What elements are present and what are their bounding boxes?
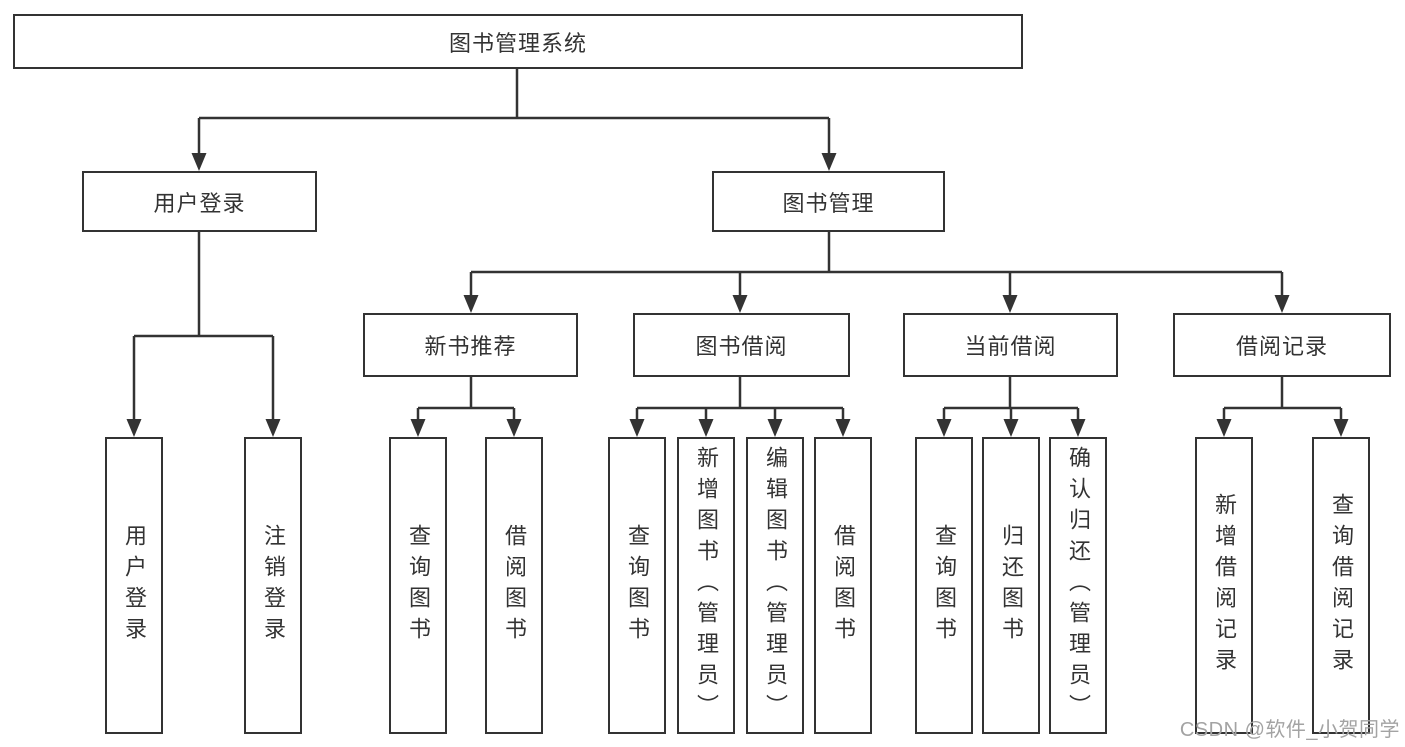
- connector-book-management-to-level3: [469, 232, 1284, 296]
- arrowhead-leaf-user-login: [126, 419, 142, 437]
- arrowhead-leaf-confirm-return: [1070, 419, 1086, 437]
- leaf-edit-book-admin: 编辑图书（管理员）: [746, 437, 804, 734]
- arrowhead-leaf-borrow-books-1: [506, 419, 522, 437]
- arrowhead-leaf-query-books-3: [936, 419, 952, 437]
- arrowhead-leaf-query-books-1: [410, 419, 426, 437]
- leaf-borrow-books: 借阅图书: [814, 437, 872, 734]
- connector-root-to-level2: [197, 69, 831, 154]
- node-library-management-system: 图书管理系统: [13, 14, 1023, 69]
- watermark: CSDN @软件_小贺同学: [1179, 719, 1400, 741]
- leaf-query-books-recommend: 查询图书: [389, 437, 447, 734]
- arrowhead-user-login: [191, 153, 207, 171]
- node-book-management: 图书管理: [712, 171, 945, 232]
- leaf-query-books-current: 查询图书: [915, 437, 973, 734]
- arrowhead-leaf-borrow-books-2: [835, 419, 851, 437]
- arrowhead-leaf-query-borrow-record: [1333, 419, 1349, 437]
- arrowhead-current-borrow: [1002, 295, 1018, 313]
- leaf-add-borrow-record: 新增借阅记录: [1195, 437, 1253, 734]
- arrowhead-leaf-return-books: [1003, 419, 1019, 437]
- leaf-return-books: 归还图书: [982, 437, 1040, 734]
- node-new-book-recommend: 新书推荐: [363, 313, 578, 377]
- leaf-user-login: 用户登录: [105, 437, 163, 734]
- arrowhead-leaf-add-borrow-record: [1216, 419, 1232, 437]
- arrowhead-leaf-query-books-2: [629, 419, 645, 437]
- connector-user-login-to-leaves: [132, 232, 275, 420]
- node-book-borrow: 图书借阅: [633, 313, 850, 377]
- arrowhead-leaf-add-book: [698, 419, 714, 437]
- leaf-logout: 注销登录: [244, 437, 302, 734]
- connector-borrow-records-to-leaves: [1222, 377, 1343, 420]
- leaf-confirm-return-admin: 确认归还（管理员）: [1049, 437, 1107, 734]
- arrowhead-borrow-records: [1274, 295, 1290, 313]
- leaf-query-books-borrow: 查询图书: [608, 437, 666, 734]
- leaf-borrow-books-recommend: 借阅图书: [485, 437, 543, 734]
- arrowhead-leaf-logout: [265, 419, 281, 437]
- connector-current-borrow-to-leaves: [942, 377, 1080, 420]
- leaf-query-borrow-record: 查询借阅记录: [1312, 437, 1370, 734]
- node-current-borrow: 当前借阅: [903, 313, 1118, 377]
- arrowhead-new-book-recommend: [463, 295, 479, 313]
- connector-new-book-recommend-to-leaves: [416, 377, 516, 420]
- connector-book-borrow-to-leaves: [635, 377, 845, 420]
- leaf-add-book-admin: 新增图书（管理员）: [677, 437, 735, 734]
- arrowhead-leaf-edit-book: [767, 419, 783, 437]
- node-user-login: 用户登录: [82, 171, 317, 232]
- arrowhead-book-management: [821, 153, 837, 171]
- arrowhead-book-borrow: [732, 295, 748, 313]
- node-borrow-records: 借阅记录: [1173, 313, 1391, 377]
